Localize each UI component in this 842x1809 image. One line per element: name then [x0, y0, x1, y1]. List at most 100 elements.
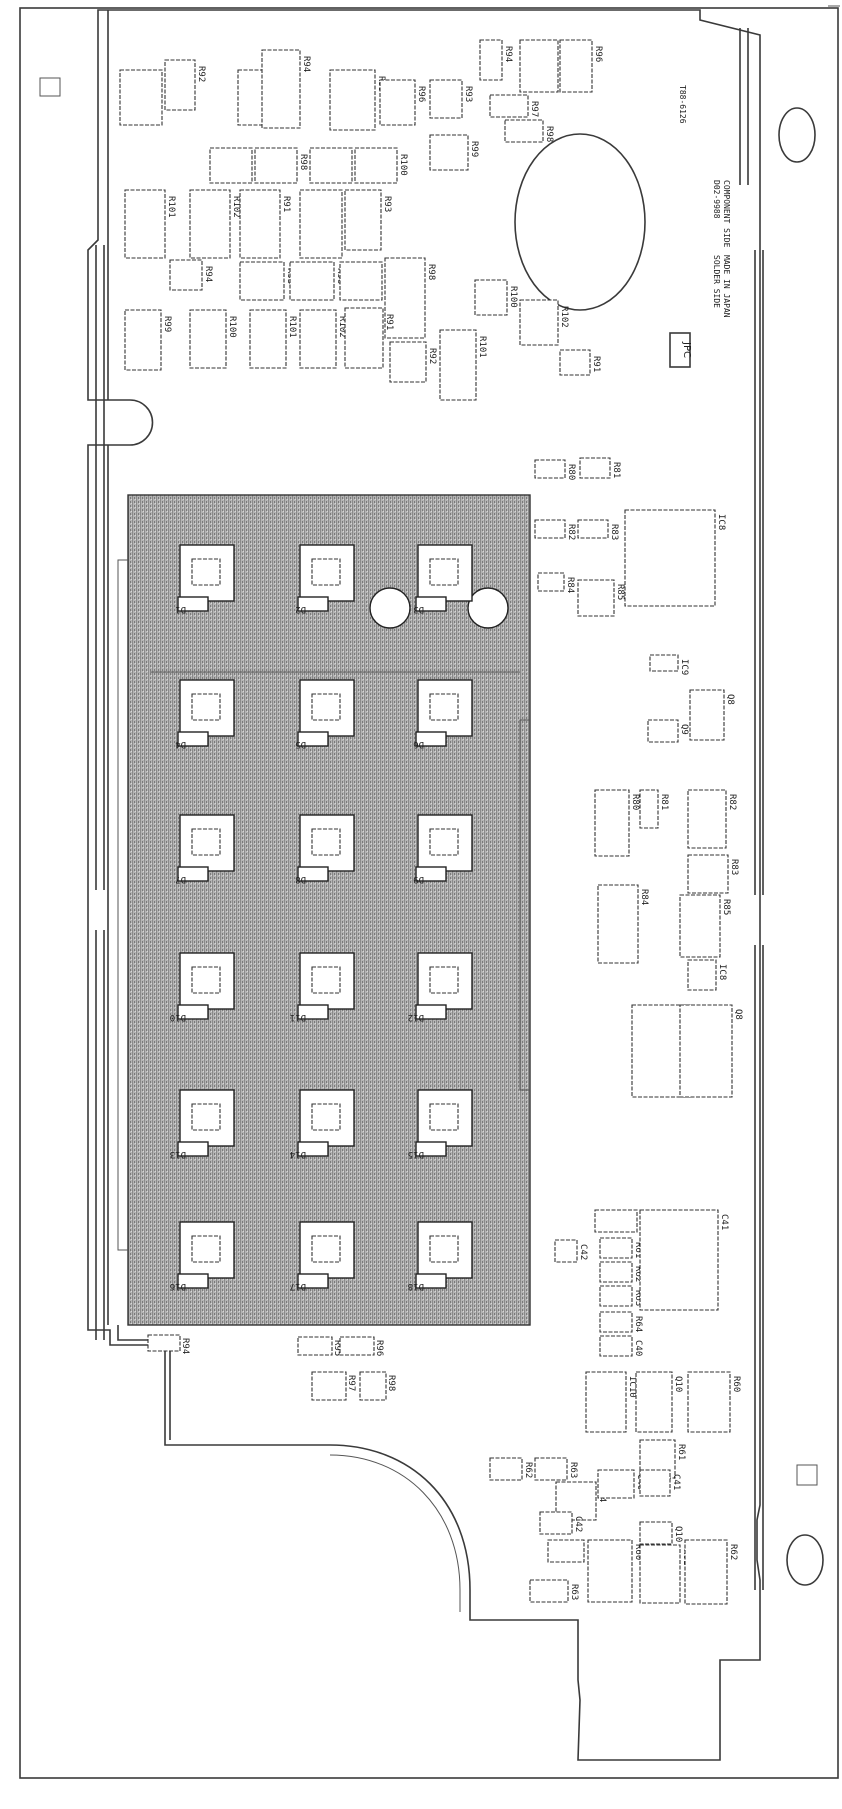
right-component: [537, 572, 565, 592]
shield-hole-right: [467, 587, 509, 629]
bottom-component-label: R60: [633, 1544, 643, 1560]
right-component-label: Q8: [725, 694, 735, 705]
diode-tab: [177, 1141, 209, 1157]
diode-body: [429, 1103, 459, 1131]
diode-cell-label: D17: [290, 1281, 306, 1291]
bottom-component-label: Q10: [673, 1526, 683, 1542]
right-component: [687, 854, 729, 894]
right-component: [679, 894, 721, 958]
bottom-component: [597, 1469, 635, 1499]
right-component-label: R84: [565, 577, 575, 593]
diode-cell-label: D12: [408, 1012, 424, 1022]
top-component: [439, 329, 477, 401]
diode-cell-label: D11: [290, 1012, 306, 1022]
diode-cell-label: D13: [170, 1149, 186, 1159]
top-component-label: R96: [593, 46, 603, 62]
right-component-label: R83: [729, 859, 739, 875]
top-component: [354, 147, 398, 184]
right-component: [577, 519, 609, 539]
bottom-component: [554, 1239, 578, 1263]
top-component: [249, 309, 287, 369]
top-component-label: R101: [477, 336, 487, 358]
bottom-component-label: R63: [569, 1584, 579, 1600]
right-component: [579, 457, 611, 479]
marking-top-right: T88-6126: [678, 85, 687, 124]
bottom-component: [534, 1457, 568, 1481]
top-component-label: R91: [591, 356, 601, 372]
sweep-arc: [329, 1454, 461, 1612]
top-component-label: R99: [162, 316, 172, 332]
diode-body: [429, 1235, 459, 1263]
top-component: [344, 189, 382, 251]
right-component-label: IC8: [716, 514, 726, 530]
rail-left-a: [95, 245, 105, 890]
diode-cell-label: D2: [295, 604, 306, 614]
right-component: [624, 509, 716, 607]
diode-tab: [177, 731, 209, 747]
diode-body: [311, 693, 341, 721]
top-component-label: R102: [231, 196, 241, 218]
board-inner-edge: [107, 10, 171, 1440]
right-component: [597, 884, 639, 964]
right-component: [679, 1004, 733, 1098]
right-component-label: R81: [611, 462, 621, 478]
bottom-component: [599, 1237, 633, 1259]
shield-edge-component: [359, 1371, 387, 1401]
shield-edge-label: R94: [180, 1338, 190, 1354]
top-component: [559, 39, 593, 93]
top-component: [339, 261, 383, 301]
bottom-component-label: R63: [633, 1290, 643, 1306]
right-component: [639, 789, 659, 829]
top-component-label: R97: [529, 101, 539, 117]
top-component: [169, 259, 203, 291]
bottom-component: [687, 1371, 731, 1433]
right-component-label: R84: [639, 889, 649, 905]
right-component: [649, 654, 679, 672]
diode-body: [191, 828, 221, 856]
bottom-component-label: R64: [633, 1316, 643, 1332]
right-component-label: IC8: [717, 964, 727, 980]
diode-cell-label: D18: [408, 1281, 424, 1291]
top-component-label: R96: [416, 86, 426, 102]
right-component-label: R80: [630, 794, 640, 810]
bottom-component-label: C42: [578, 1244, 588, 1260]
bottom-component-label: R62: [523, 1462, 533, 1478]
top-component: [119, 69, 163, 126]
marking-side-b: D02-9988: [712, 180, 721, 219]
shield-edge-label: R95: [332, 1340, 342, 1356]
bottom-component: [587, 1539, 633, 1603]
top-component: [559, 349, 591, 376]
right-component: [534, 519, 566, 539]
right-component-label: R85: [721, 899, 731, 915]
right-component: [689, 689, 725, 741]
top-component: [239, 261, 285, 301]
bottom-component-label: R60: [731, 1376, 741, 1392]
diode-tab: [415, 1273, 447, 1289]
top-component: [504, 119, 544, 143]
top-component-label: R101: [166, 196, 176, 218]
diode-tab: [415, 1004, 447, 1020]
top-component-label: R92: [196, 66, 206, 82]
mount-hole-br: [786, 1534, 824, 1586]
top-component-label: R98: [298, 154, 308, 170]
top-component-label: R93: [382, 196, 392, 212]
top-component: [254, 147, 298, 184]
top-component-label: R91: [281, 196, 291, 212]
bottom-component-label: R62: [728, 1544, 738, 1560]
right-component-label: R81: [659, 794, 669, 810]
top-component-label: R94: [503, 46, 513, 62]
top-component: [429, 79, 463, 119]
bottom-component: [539, 1511, 573, 1535]
generated-components: R91R92R93R94R95R96R97R98R99R100R101R102R…: [119, 39, 743, 1605]
rail-top: [739, 28, 749, 185]
top-component: [261, 49, 301, 129]
top-component: [474, 279, 508, 316]
right-component-label: R82: [727, 794, 737, 810]
diode-tab: [177, 596, 209, 612]
top-component-label: R101: [287, 316, 297, 338]
bottom-component: [684, 1539, 728, 1605]
diode-cell-label: D9: [413, 874, 424, 884]
diode-body: [311, 558, 341, 586]
shield-block: [127, 494, 531, 1326]
